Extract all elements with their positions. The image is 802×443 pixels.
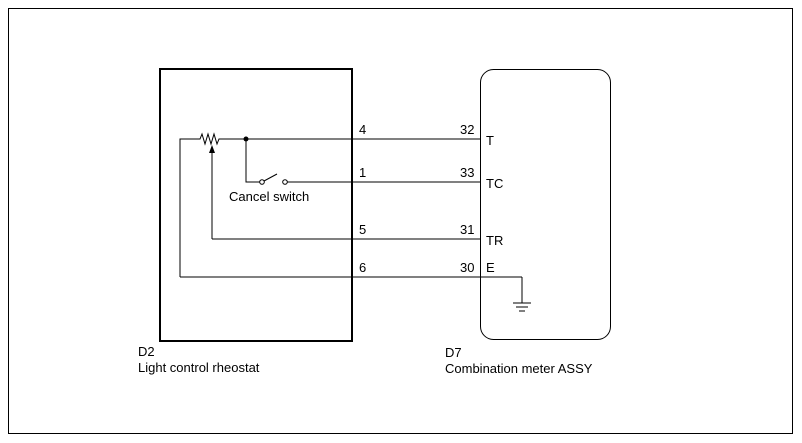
- right-pin-label: 30: [460, 260, 474, 275]
- left-component-code: D2: [138, 344, 155, 359]
- wiper-arrow-icon: [209, 145, 215, 153]
- cancel-switch-branch: [245, 139, 260, 183]
- light-control-rheostat-box: [159, 68, 353, 342]
- diagram-frame: [8, 8, 793, 434]
- left-pin-label: 1: [359, 165, 366, 180]
- right-pin-label: 32: [460, 122, 474, 137]
- terminal-label: TR: [486, 233, 503, 248]
- right-component-name: Combination meter ASSY: [445, 361, 593, 376]
- switch-contact-right: [282, 179, 288, 185]
- left-pin-label: 5: [359, 222, 366, 237]
- left-component-name: Light control rheostat: [138, 360, 260, 375]
- switch-contact-left: [259, 179, 265, 185]
- right-pin-label: 33: [460, 165, 474, 180]
- combination-meter-box: [480, 69, 611, 340]
- switch-lever: [263, 173, 278, 182]
- terminal-label: TC: [486, 176, 503, 191]
- right-component-code: D7: [445, 345, 462, 360]
- terminal-label: T: [486, 133, 494, 148]
- terminal-label: E: [486, 260, 495, 275]
- left-pin-label: 4: [359, 122, 366, 137]
- cancel-switch-label: Cancel switch: [229, 189, 309, 204]
- left-pin-label: 6: [359, 260, 366, 275]
- rheostat-resistor: [179, 132, 246, 277]
- right-pin-label: 31: [460, 222, 474, 237]
